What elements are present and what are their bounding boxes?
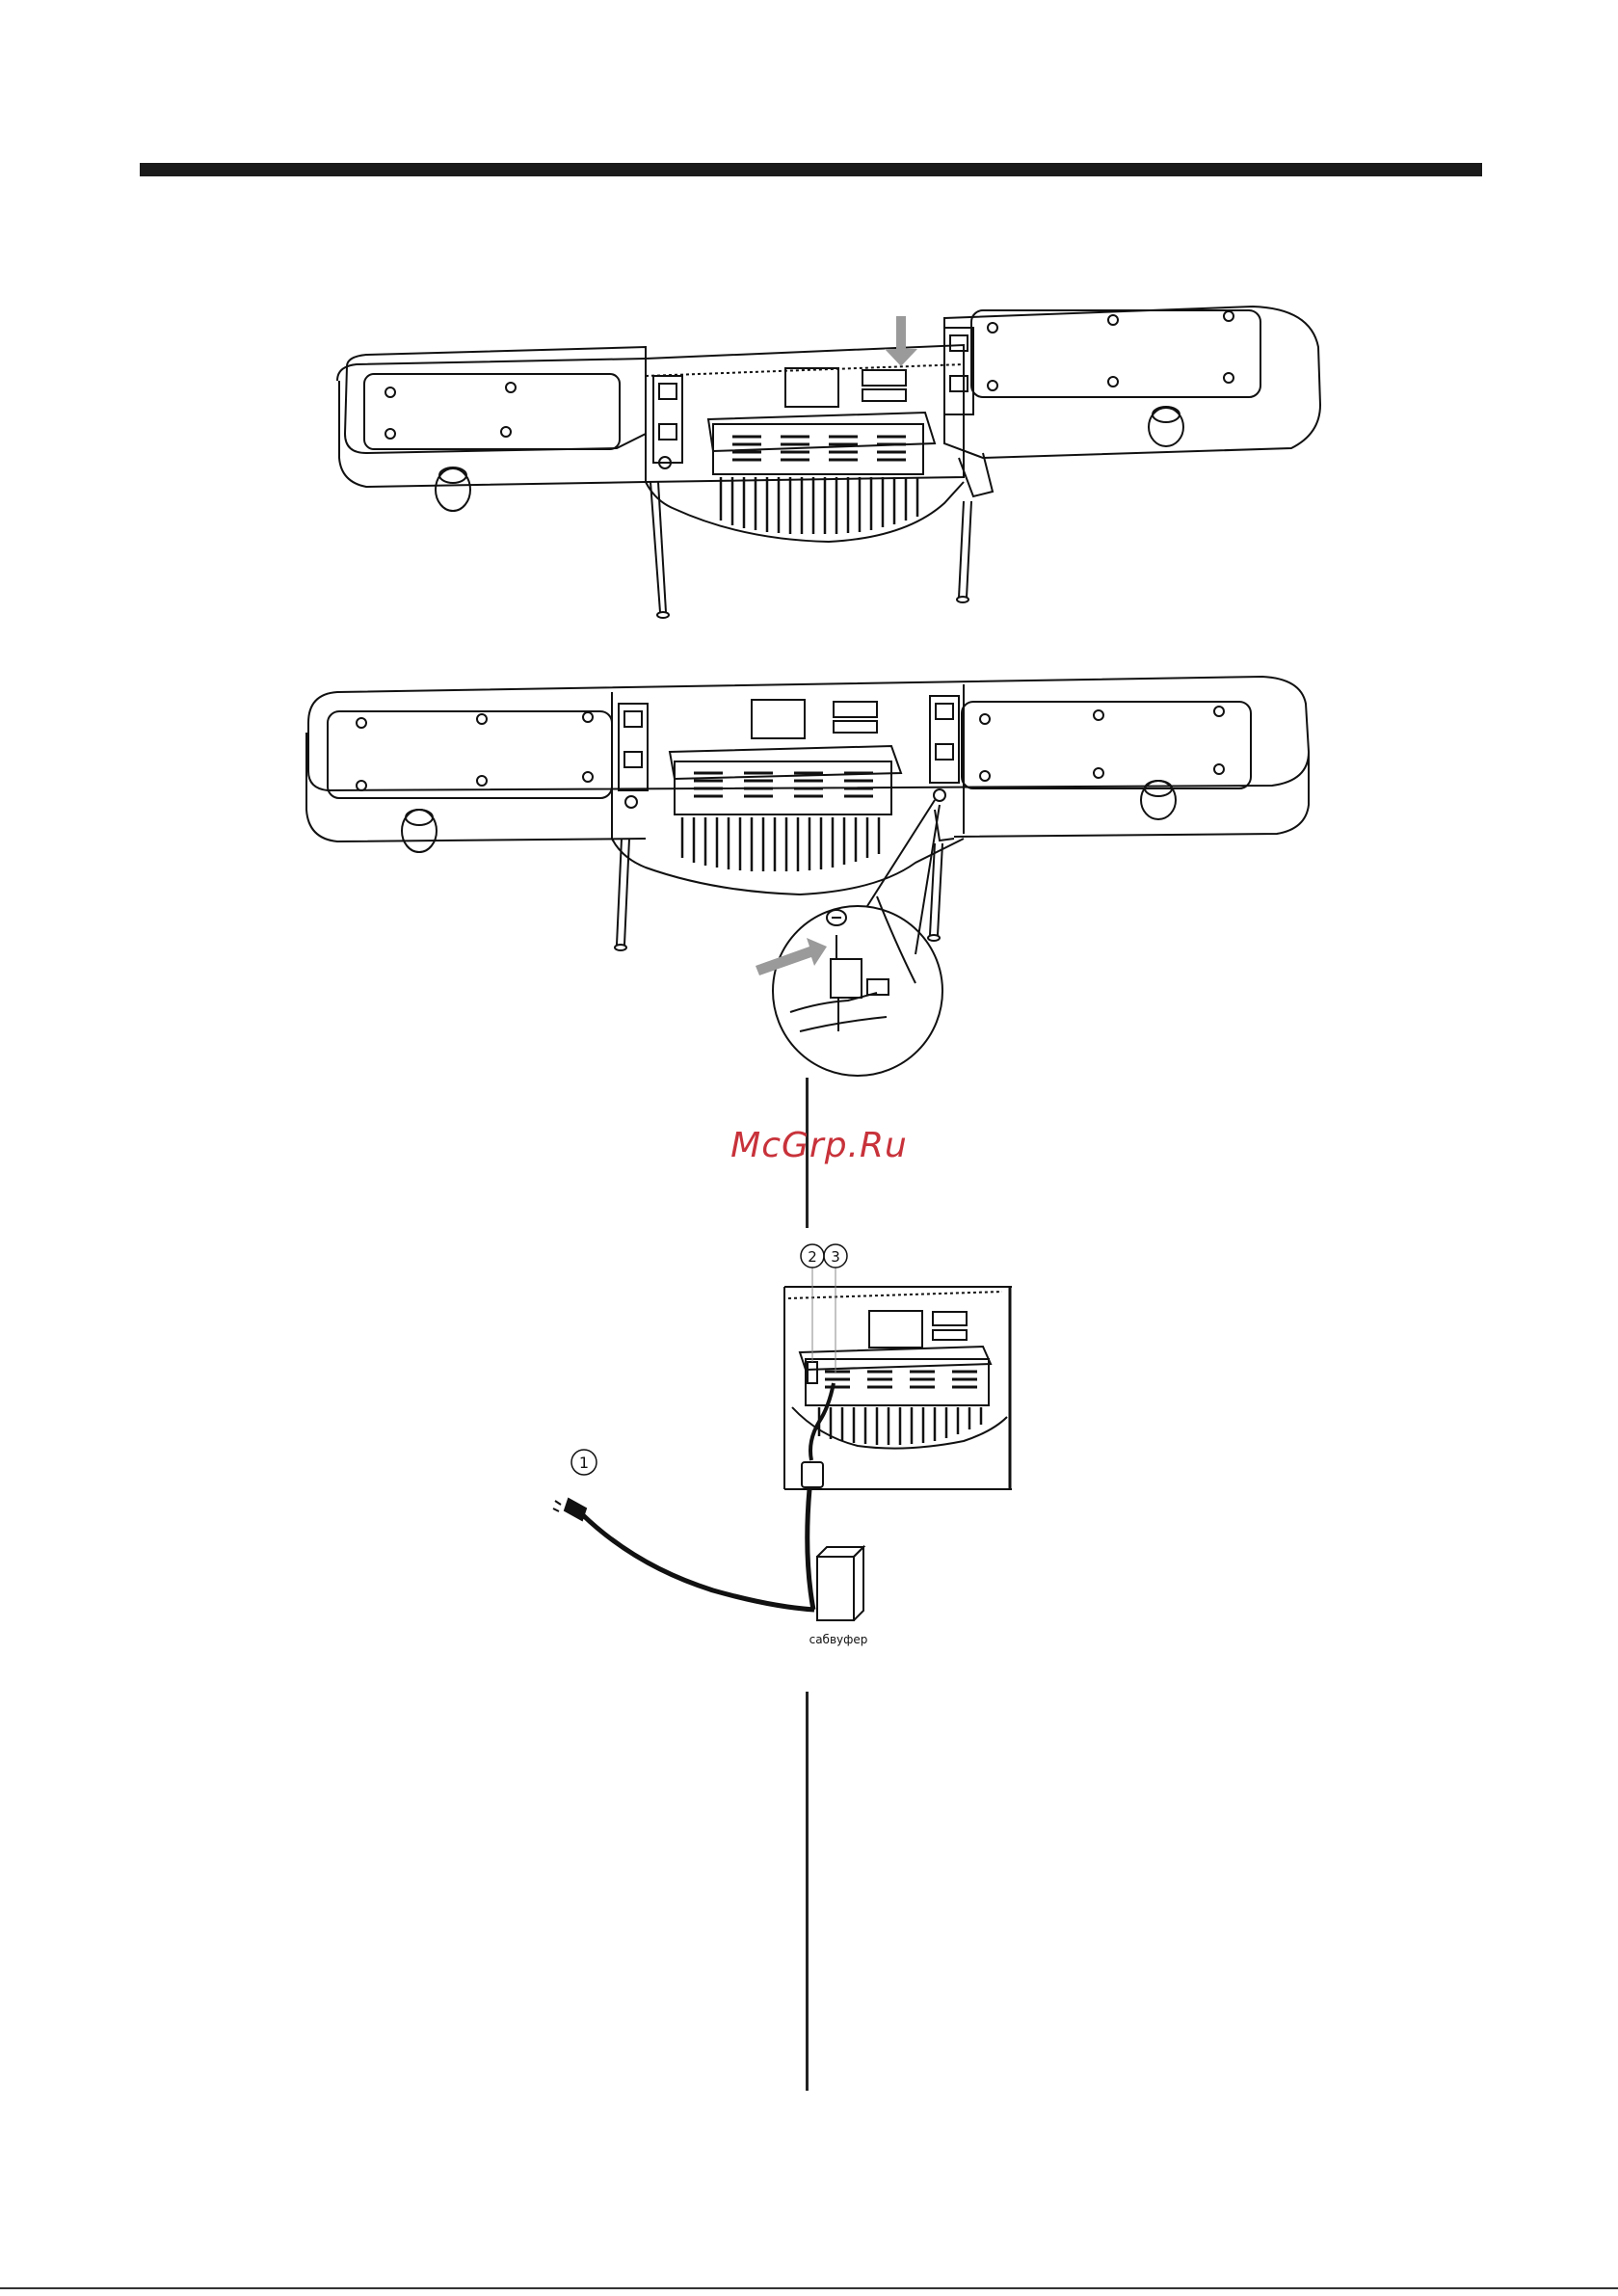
footer-rule (0, 2287, 1618, 2289)
subwoofer-label: сабвуфер (809, 1633, 868, 1646)
watermark: McGrp.Ru (675, 1126, 964, 1165)
figure-install-step-1 (328, 289, 1330, 627)
figure-subwoofer-connection: 1 2 3 сабвуфер (540, 1239, 1041, 1682)
callout-jack-right: 3 (831, 1248, 840, 1266)
figure-install-step-2 (299, 665, 1320, 1070)
column-divider-lower (806, 1692, 809, 2091)
callout-jack-left: 2 (808, 1248, 817, 1266)
callout-power-plug: 1 (579, 1454, 589, 1472)
header-rule (140, 163, 1482, 176)
